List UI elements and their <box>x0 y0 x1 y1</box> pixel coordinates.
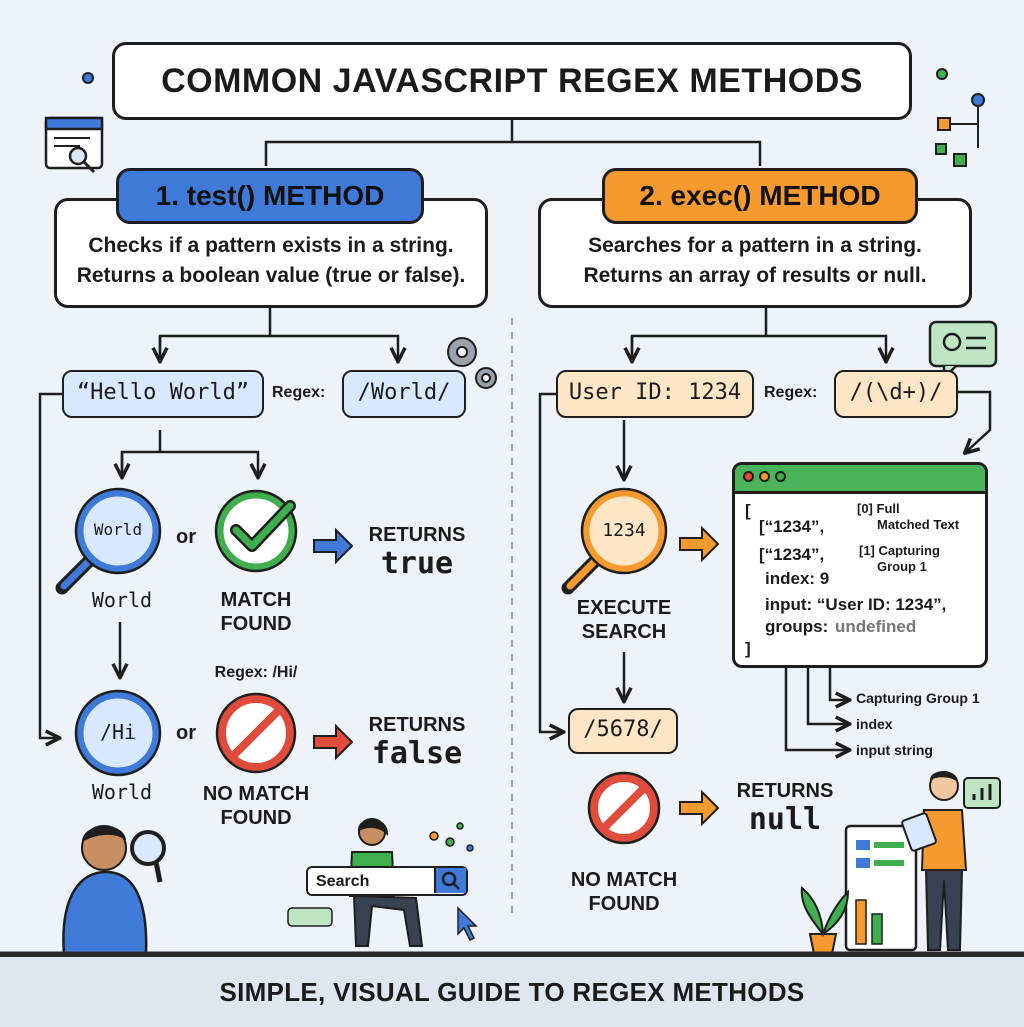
no-entry-icon <box>215 692 297 774</box>
result-note-1b: Matched Text <box>877 517 960 532</box>
result-close-bracket: ] <box>745 639 751 658</box>
person-icon <box>901 771 968 951</box>
no-match-found-label: NO MATCH FOUND <box>202 783 310 829</box>
check-icon <box>214 489 298 573</box>
execute-search-label: EXECUTE SEARCH <box>576 597 672 643</box>
chat-search-icon <box>928 320 998 382</box>
search-widget[interactable]: Search <box>306 866 468 896</box>
test-method-heading: 1. test() METHOD <box>116 168 424 224</box>
gear-icon <box>447 337 497 389</box>
connector-lines <box>38 120 992 750</box>
returns-label-1: RETURNS <box>368 524 466 546</box>
exec-desc-line2: Returns an array of results or null. <box>583 264 927 287</box>
network-nodes-icon <box>82 68 985 167</box>
person-icon <box>62 825 166 956</box>
chart-icon <box>963 777 1001 809</box>
window-dot-orange <box>759 471 770 482</box>
result-note-2b: Group 1 <box>877 559 927 574</box>
result-open-bracket: [ <box>745 501 751 520</box>
decorative-dots <box>287 822 474 927</box>
document-search-icon <box>44 116 104 174</box>
callout-input-string: input string <box>856 742 933 758</box>
cursor-icon <box>457 906 478 942</box>
exec-lens-text: 1234 <box>602 520 646 541</box>
returns-value-null: null <box>748 802 822 837</box>
search-icon[interactable] <box>434 868 466 893</box>
search-widget-label: Search <box>316 873 370 890</box>
test-regex-label: Regex: <box>272 384 326 401</box>
lens2-text: /Hi <box>99 720 137 744</box>
result-line-2: [“1234”, <box>759 545 825 564</box>
result-line-5-value: undefined <box>835 617 917 636</box>
exec-result-window: [ [“1234”, [0] Full Matched Text [“1234”… <box>732 462 988 668</box>
match-found-label: MATCH FOUND <box>220 589 292 635</box>
plant-icon <box>800 886 850 955</box>
arrow-right-icon <box>679 789 720 827</box>
lens1-caption: World <box>91 588 153 612</box>
exec-input-string: User ID: 1234 <box>556 370 754 418</box>
magnifier-icon <box>561 487 668 595</box>
arrow-right-icon <box>313 723 354 761</box>
test-desc-line2: Returns a boolean value (true or false). <box>76 264 466 287</box>
arrow-right-icon <box>679 525 720 563</box>
test-regex-pattern: /World/ <box>342 370 466 418</box>
window-dot-red <box>743 471 754 482</box>
window-dot-green <box>775 471 786 482</box>
callout-capturing-group: Capturing Group 1 <box>856 690 980 706</box>
no-entry-icon <box>587 771 661 845</box>
exec-method-heading: 2. exec() METHOD <box>602 168 918 224</box>
result-note-2a: [1] Capturing <box>859 543 940 558</box>
result-line-3: index: 9 <box>765 569 830 588</box>
exec-returns-label: RETURNS <box>736 780 834 802</box>
lens1-text: World <box>93 520 143 539</box>
magnifier-icon <box>74 689 162 777</box>
or-label-1: or <box>176 526 196 548</box>
exec-regex-label: Regex: <box>764 384 818 401</box>
magnifier-icon <box>55 487 162 595</box>
test-input-string: “Hello World” <box>62 370 264 418</box>
returns-value-false: false <box>371 736 463 771</box>
exec-desc-line1: Searches for a pattern in a string. <box>588 234 922 257</box>
result-line-5-key: groups: <box>765 617 829 636</box>
lens2-caption: World <box>91 780 153 804</box>
callout-index: index <box>856 716 893 732</box>
page-title: COMMON JAVASCRIPT REGEX METHODS <box>112 42 912 120</box>
alt-regex-label: Regex: /Hi/ <box>214 664 298 681</box>
exec-regex-pattern: /(\d+)/ <box>834 370 958 418</box>
dashboard-board <box>844 824 918 952</box>
returns-value-true: true <box>380 546 454 581</box>
result-note-1a: [0] Full <box>857 501 900 516</box>
exec-no-match-label: NO MATCH FOUND <box>570 869 678 915</box>
window-titlebar <box>735 465 985 494</box>
or-label-2: or <box>176 722 196 744</box>
page-footer: SIMPLE, VISUAL GUIDE TO REGEX METHODS <box>0 954 1024 1027</box>
result-line-4: input: “User ID: 1234”, <box>765 595 947 614</box>
exec-alt-regex: /5678/ <box>568 708 678 754</box>
result-line-1: [“1234”, <box>759 517 825 536</box>
returns-label-2: RETURNS <box>368 714 466 736</box>
arrow-right-icon <box>313 527 354 565</box>
test-desc-line1: Checks if a pattern exists in a string. <box>88 234 454 257</box>
